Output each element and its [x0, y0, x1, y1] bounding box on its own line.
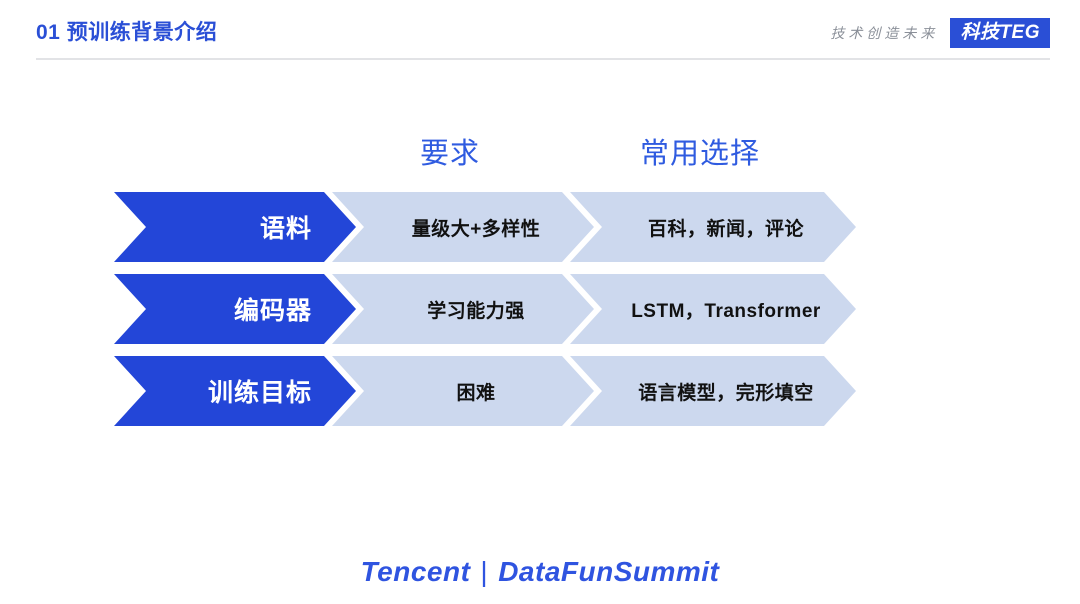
requirement-chevron: 量级大+多样性 — [332, 192, 594, 262]
column-headers: 要求 常用选择 — [0, 130, 1080, 174]
stage-label: 编码器 — [233, 297, 312, 325]
requirement-label: 量级大+多样性 — [411, 218, 541, 240]
choices-chevron: 百科，新闻，评论 — [570, 192, 856, 262]
requirement-chevron: 困难 — [332, 356, 594, 426]
teg-badge: 科技TEG — [950, 18, 1050, 48]
column-header-choices: 常用选择 — [640, 136, 761, 170]
chevron-diagram: 语料 量级大+多样性 百科，新闻，评论 编码器 学习能力强 LSTM，Trans… — [0, 190, 1080, 430]
diagram-row: 训练目标 困难 语言模型，完形填空 — [0, 356, 1080, 426]
slide-header: 01 预训练背景介绍 技术创造未来 科技TEG — [0, 0, 1080, 60]
footer-event: DataFunSummit — [498, 556, 720, 587]
choices-label: 语言模型，完形填空 — [638, 382, 814, 404]
requirement-chevron: 学习能力强 — [332, 274, 594, 344]
diagram-row: 编码器 学习能力强 LSTM，Transformer — [0, 274, 1080, 344]
header-divider — [36, 58, 1050, 60]
requirement-label: 学习能力强 — [427, 300, 525, 322]
stage-chevron: 编码器 — [114, 274, 356, 344]
slide-footer: Tencent | DataFunSummit — [0, 556, 1080, 588]
requirement-label: 困难 — [456, 382, 496, 404]
page-title: 01 预训练背景介绍 — [36, 21, 218, 44]
footer-separator: | — [480, 556, 489, 587]
footer-brand: Tencent — [360, 556, 471, 587]
brand-slogan: 技术创造未来 — [830, 25, 939, 41]
diagram-row: 语料 量级大+多样性 百科，新闻，评论 — [0, 192, 1080, 262]
stage-chevron: 训练目标 — [114, 356, 356, 426]
stage-label: 训练目标 — [207, 379, 312, 407]
stage-label: 语料 — [259, 215, 312, 243]
choices-label: 百科，新闻，评论 — [647, 218, 804, 240]
header-branding: 技术创造未来 科技TEG — [830, 18, 1050, 48]
choices-chevron: 语言模型，完形填空 — [570, 356, 856, 426]
stage-chevron: 语料 — [114, 192, 356, 262]
choices-chevron: LSTM，Transformer — [570, 274, 856, 344]
choices-label: LSTM，Transformer — [631, 300, 821, 322]
column-header-requirement: 要求 — [420, 136, 481, 170]
